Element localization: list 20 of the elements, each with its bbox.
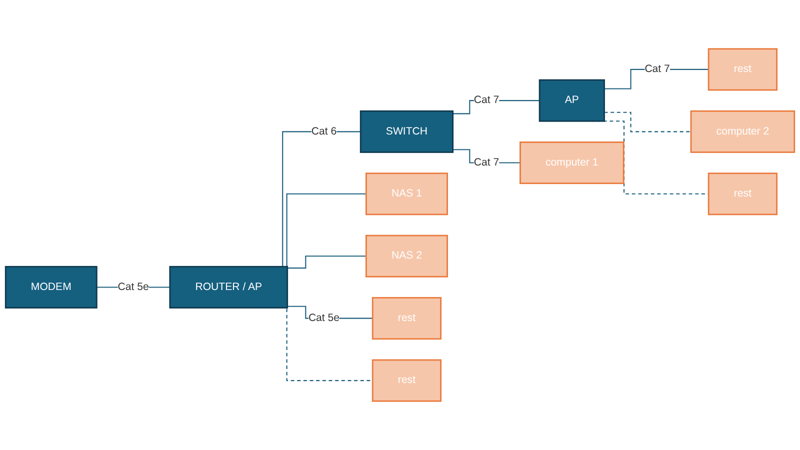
node-box: AP	[538, 79, 605, 122]
edge-label: Cat 5e	[308, 312, 340, 324]
edge-label: Cat 5e	[118, 280, 149, 293]
node-box: MODEM	[4, 266, 98, 308]
node-box: computer 1	[520, 142, 624, 184]
connector	[287, 256, 366, 269]
node-box: rest	[372, 359, 442, 402]
edge-label: Cat 7	[644, 62, 670, 75]
node-box: rest	[708, 172, 778, 216]
connector	[604, 112, 691, 132]
edge-label: Cat 7	[474, 94, 500, 106]
node-box: computer 2	[690, 110, 796, 153]
node-box: rest	[372, 297, 442, 340]
edge-label: Cat 7	[474, 156, 500, 168]
node-box: SWITCH	[360, 110, 454, 153]
node-box: ROUTER / AP	[169, 266, 288, 308]
node-box: rest	[708, 48, 778, 91]
node-box: NAS 2	[365, 234, 448, 278]
edge-label: Cat 6	[311, 125, 337, 138]
node-box: NAS 1	[365, 172, 448, 216]
